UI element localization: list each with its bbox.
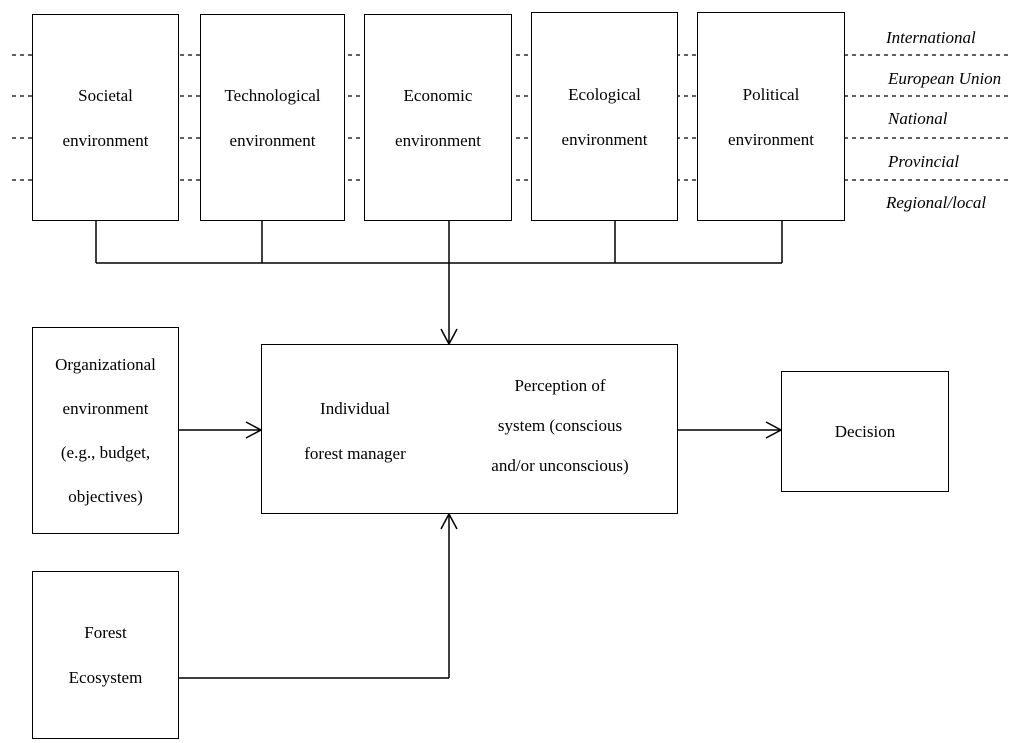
perception-line1: Perception of bbox=[514, 376, 606, 395]
forest-ecosystem-box: Forest Ecosystem bbox=[32, 571, 179, 739]
box-label-line2: environment bbox=[229, 130, 316, 150]
manager-line1: Individual bbox=[320, 399, 390, 418]
box-label-line2: environment bbox=[62, 398, 149, 418]
box-label-line2: Ecosystem bbox=[68, 668, 143, 687]
box-label-line4: objectives) bbox=[68, 486, 143, 506]
perception-of-system-text: Perception of system (conscious and/or u… bbox=[470, 366, 650, 486]
manager-perception-box bbox=[261, 344, 678, 514]
level-dashed-lines bbox=[12, 54, 1012, 181]
economic-environment-box: Economic environment bbox=[364, 14, 512, 221]
level-label-regional-local: Regional/local bbox=[886, 193, 987, 212]
box-label-line3: (e.g., budget, bbox=[60, 442, 151, 462]
box-label-line1: Organizational bbox=[55, 354, 156, 374]
societal-environment-box: Societal environment bbox=[32, 14, 179, 221]
box-label-line1: Forest bbox=[84, 623, 127, 642]
technological-environment-box: Technological environment bbox=[200, 14, 345, 221]
decision-label: Decision bbox=[834, 422, 896, 441]
level-label-international: International bbox=[886, 28, 976, 47]
organizational-environment-box: Organizational environment (e.g., budget… bbox=[32, 327, 179, 534]
perception-line3: and/or unconscious) bbox=[491, 456, 629, 475]
box-label-line2: environment bbox=[62, 130, 149, 150]
level-label-european-union: European Union bbox=[888, 69, 1002, 88]
manager-line2: forest manager bbox=[304, 444, 406, 463]
ecological-environment-box: Ecological environment bbox=[531, 12, 678, 221]
level-label-national: National bbox=[888, 109, 948, 128]
box-label-line1: Technological bbox=[224, 85, 321, 105]
box-label-line2: environment bbox=[395, 130, 481, 150]
individual-forest-manager-text: Individual forest manager bbox=[285, 386, 425, 476]
political-environment-box: Political environment bbox=[697, 12, 845, 221]
perception-line2: system (conscious bbox=[497, 416, 623, 435]
decision-box: Decision bbox=[781, 371, 949, 492]
box-label-line2: environment bbox=[561, 129, 648, 149]
box-label-line1: Ecological bbox=[568, 84, 641, 104]
box-label-line1: Economic bbox=[403, 85, 473, 105]
box-label-line1: Political bbox=[742, 84, 800, 104]
box-label-line2: environment bbox=[728, 129, 814, 149]
level-label-provincial: Provincial bbox=[888, 152, 960, 171]
box-label-line1: Societal bbox=[78, 85, 133, 105]
